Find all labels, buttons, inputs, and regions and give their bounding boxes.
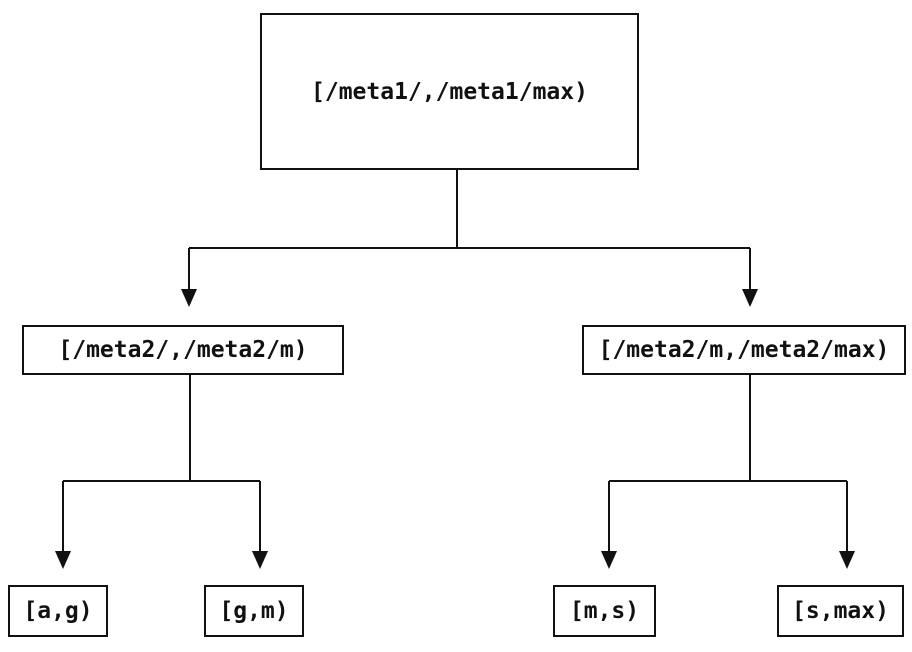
arrowhead-to-leaf-smax-icon: [839, 551, 855, 569]
node-meta2-low: [/meta2/,/meta2/m): [22, 325, 344, 375]
arrowhead-to-leaf-ag-icon: [55, 551, 71, 569]
arrowhead-to-leaf-gm-icon: [252, 551, 268, 569]
edge-meta2-high-lines: [608, 375, 848, 551]
edge-meta2-low-lines: [62, 375, 261, 551]
node-root-label: [/meta1/,/meta1/max): [311, 78, 588, 105]
arrowhead-to-leaf-ms-icon: [601, 551, 617, 569]
arrowhead-to-meta2-high-icon: [742, 289, 758, 307]
edge-root-lines: [188, 170, 751, 289]
node-meta2-high-label: [/meta2/m,/meta2/max): [598, 337, 890, 363]
node-leaf-smax: [s,max): [777, 585, 904, 637]
edge-meta2-low-to-children: [55, 375, 268, 569]
node-leaf-ms-label: [m,s): [569, 598, 640, 624]
node-leaf-ms: [m,s): [553, 585, 656, 637]
node-leaf-ag: [a,g): [8, 585, 108, 637]
node-leaf-ag-label: [a,g): [23, 598, 93, 624]
node-meta2-low-label: [/meta2/,/meta2/m): [58, 337, 308, 363]
node-leaf-gm-label: [g,m): [219, 598, 289, 624]
node-leaf-gm: [g,m): [204, 585, 304, 637]
edge-root-to-children: [181, 170, 758, 307]
node-meta2-high: [/meta2/m,/meta2/max): [582, 325, 906, 375]
node-leaf-smax-label: [s,max): [792, 598, 889, 624]
arrowhead-to-meta2-low-icon: [181, 289, 197, 307]
node-root: [/meta1/,/meta1/max): [260, 13, 639, 170]
edge-meta2-high-to-children: [601, 375, 855, 569]
